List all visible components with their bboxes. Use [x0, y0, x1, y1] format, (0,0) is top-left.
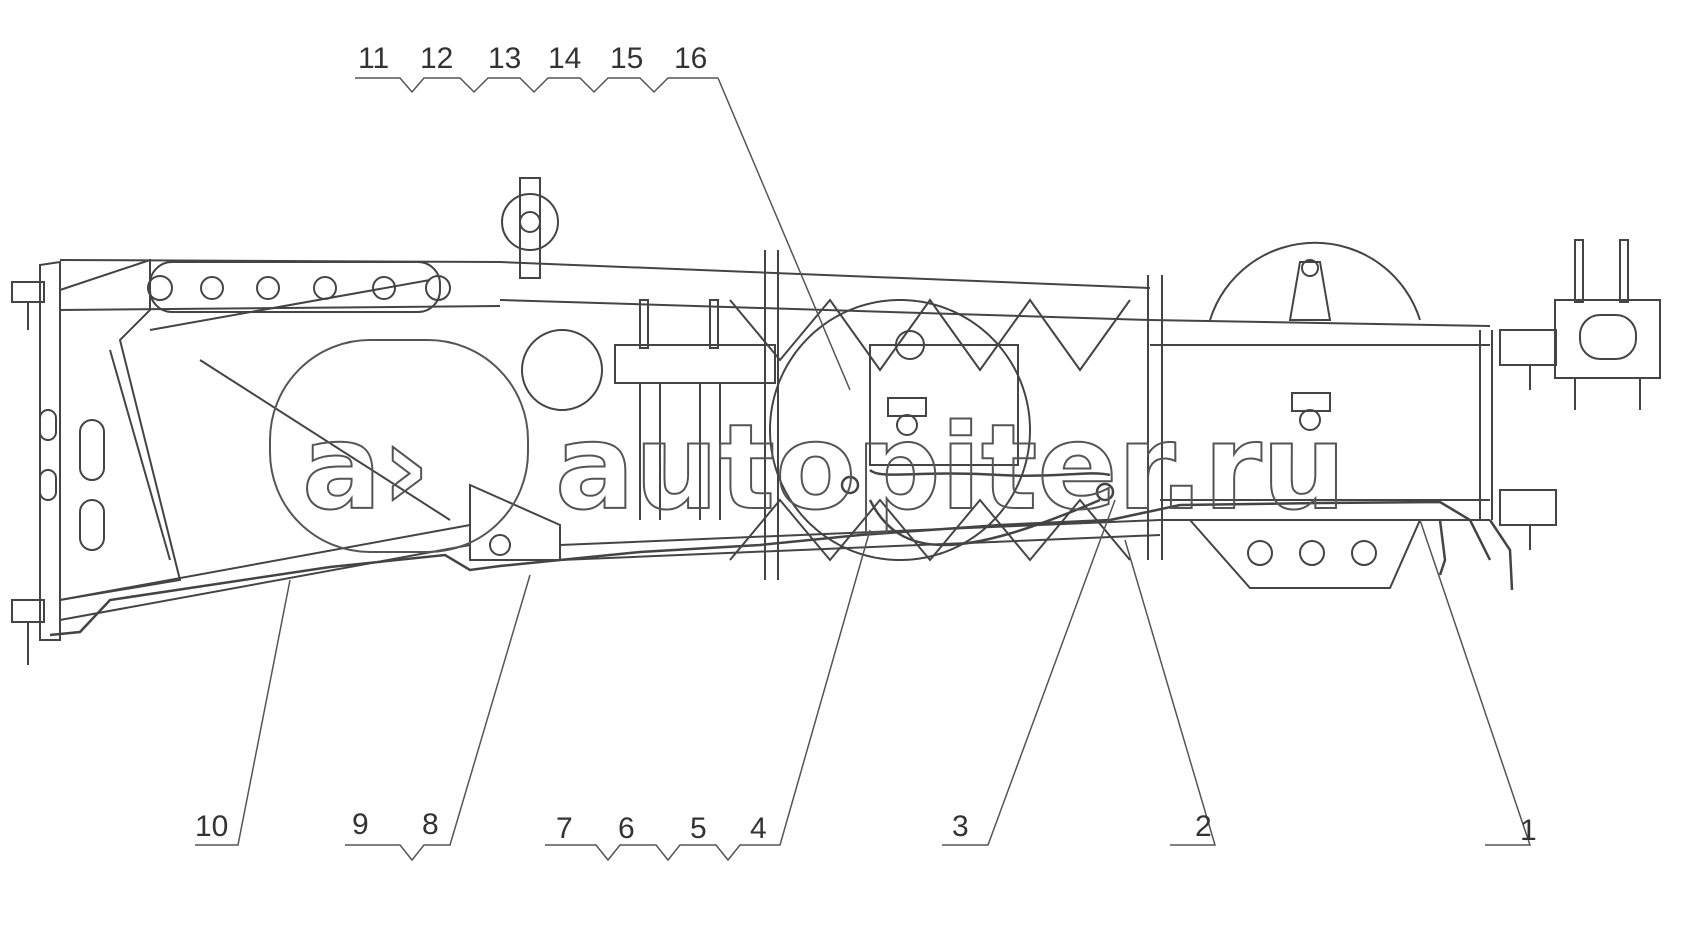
callout-12: 12	[420, 42, 453, 75]
callout-16: 16	[674, 42, 707, 75]
callout-6: 6	[618, 812, 635, 845]
callout-11: 11	[358, 42, 389, 75]
callout-15: 15	[610, 42, 643, 75]
callout-13: 13	[488, 42, 521, 75]
callouts-bottom: 10 9 8 7 6 5 4 3 2 1	[195, 808, 1537, 847]
leader-lines	[195, 77, 1532, 862]
callout-14: 14	[548, 42, 581, 75]
callout-8: 8	[422, 808, 439, 841]
callout-2: 2	[1195, 810, 1212, 843]
callout-9: 9	[352, 808, 369, 841]
watermark-logo-glyph: a›	[302, 398, 430, 536]
wiring-harness	[49, 468, 1514, 637]
callout-4: 4	[750, 812, 767, 845]
callouts-top: 11 12 13 14 15 16	[358, 42, 707, 75]
callout-7: 7	[556, 812, 573, 845]
callout-5: 5	[690, 812, 707, 845]
callout-1: 1	[1520, 814, 1537, 847]
watermark: a› autopiter.ru	[269, 339, 1347, 553]
callout-3: 3	[952, 810, 969, 843]
callout-10: 10	[195, 810, 228, 843]
watermark-logo-frame	[269, 339, 529, 553]
watermark-text: autopiter.ru	[555, 398, 1346, 536]
